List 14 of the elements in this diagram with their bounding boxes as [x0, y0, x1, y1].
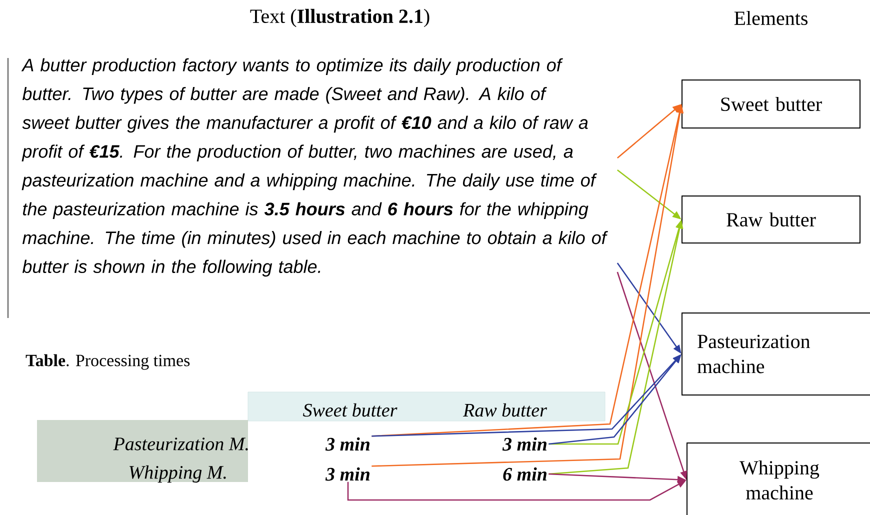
element-box: Sweet butter — [682, 80, 860, 128]
table-header: Sweet butter Raw butter — [248, 392, 606, 422]
table-cell: 6 min — [503, 467, 546, 481]
table-cell: 3 min — [502, 437, 546, 451]
paragraph: A butter production factory wants to optimize its daily production of butter. Two types of butter are made (Sweet and Raw). A kilo of sweet butter gives the manufacturer a profit of €10 and a kilo of raw a profit of €15. For the production of butter, two machines are used, a pasteurization machine and a whipping machine. The daily use time of the pasteurization machine is 3.5 hours and 6 hours for the whipping machine. The time (in minutes) used in each machine to obtain a kilo of butter is shown in the following table. — [21, 58, 608, 277]
element-box: Pasteurization machine — [682, 312, 870, 396]
table-cell: 3 min — [325, 437, 370, 451]
column-heading: Elements — [734, 10, 808, 26]
element-box: Whipping machine — [686, 442, 870, 515]
table-caption: Table. Processing times — [26, 354, 190, 370]
row-header-band: Pasteurization M. Whipping M. — [37, 420, 248, 483]
table-cell: 3 min — [325, 467, 370, 481]
title: Text (Illustration 2.1) — [250, 8, 430, 28]
element-box: Raw butter — [682, 196, 860, 244]
